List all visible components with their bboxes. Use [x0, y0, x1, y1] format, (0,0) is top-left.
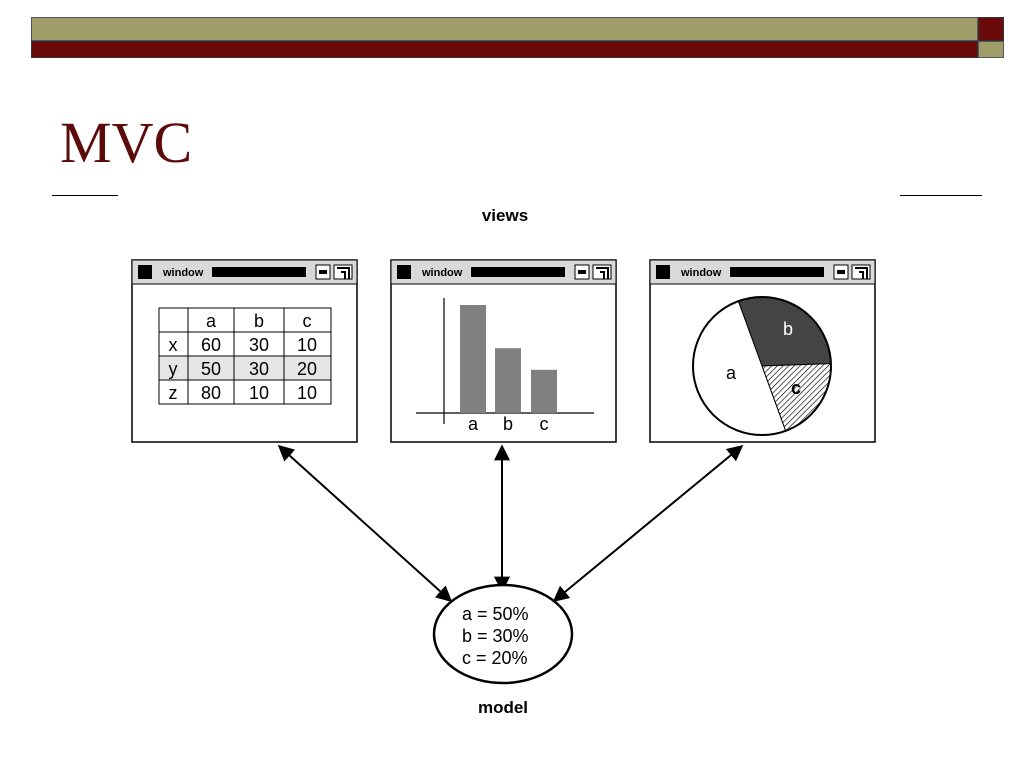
table-cell: 10 [297, 335, 317, 355]
table-cell: 10 [249, 383, 269, 403]
table-cell: 50 [201, 359, 221, 379]
window-title: window [162, 267, 204, 279]
title-rule-left [52, 195, 118, 196]
window-title-stripe [730, 267, 824, 277]
table-row-label: y [169, 359, 178, 379]
window-menu-icon[interactable] [138, 265, 152, 279]
pie-outline [692, 296, 832, 436]
title-rule-right [900, 195, 982, 196]
bar-category-label: a [468, 414, 479, 434]
arrow-pie-model [552, 444, 744, 603]
table-col-header: a [206, 311, 217, 331]
bar-category-label: b [503, 414, 513, 434]
pie-view-window: window a b c [649, 259, 876, 443]
pie-slice-label: b [783, 319, 793, 339]
window-title: window [421, 267, 463, 279]
bar-category-label: c [540, 414, 549, 434]
table-cell: 20 [297, 359, 317, 379]
table-cell: 60 [201, 335, 221, 355]
bar-b [495, 348, 521, 413]
model-label: model [478, 698, 528, 717]
bar-view-window: window a b c [390, 259, 617, 443]
header-square-maroon [978, 17, 1004, 41]
slide-title: MVC [60, 110, 193, 175]
window-title: window [680, 267, 722, 279]
model-line: b = 30% [462, 626, 529, 646]
model-line: c = 20% [462, 648, 528, 668]
table-cell: 10 [297, 383, 317, 403]
window-title-stripe [212, 267, 306, 277]
table-cell: 80 [201, 383, 221, 403]
model-line: a = 50% [462, 604, 529, 624]
table-col-header: c [303, 311, 312, 331]
header-bar-maroon [31, 41, 978, 58]
table-col-header: b [254, 311, 264, 331]
window-title-stripe [471, 267, 565, 277]
pie-slice-label: a [726, 363, 737, 383]
table-view-window: window a b c x 60 30 10 y 50 30 20 [131, 259, 358, 443]
bar-c [531, 369, 557, 413]
window-menu-icon[interactable] [397, 265, 411, 279]
model-ellipse [432, 583, 574, 685]
table-cell: 30 [249, 335, 269, 355]
table-row-label: x [169, 335, 178, 355]
arrow-table-model [277, 444, 453, 603]
table-cell: 30 [249, 359, 269, 379]
pie-slice-label: c [791, 378, 801, 398]
header-bar-olive [31, 17, 978, 41]
table-row-label: z [169, 383, 178, 403]
views-label: views [482, 206, 528, 225]
bar-a [460, 305, 486, 413]
header-square-olive [978, 41, 1004, 58]
window-menu-icon[interactable] [656, 265, 670, 279]
